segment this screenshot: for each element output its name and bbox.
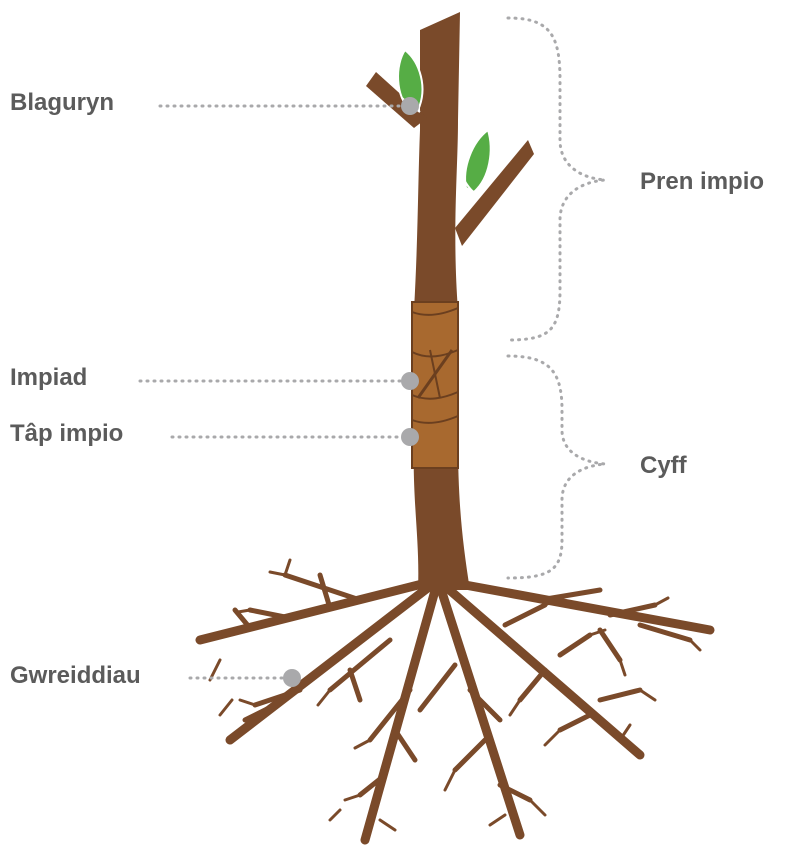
roots-marker bbox=[283, 669, 301, 687]
bud-label: Blaguryn bbox=[10, 89, 114, 117]
roots-label: Gwreiddiau bbox=[10, 662, 141, 690]
scion-label: Pren impio bbox=[640, 168, 764, 196]
scion-bracket bbox=[508, 18, 605, 340]
rootstock-bracket bbox=[508, 356, 605, 578]
scion bbox=[366, 12, 534, 310]
leader-lines bbox=[140, 106, 402, 678]
bud-marker bbox=[401, 97, 419, 115]
roots bbox=[200, 560, 710, 840]
graft-union-label: Impiad bbox=[10, 364, 87, 392]
grafting-tape-marker bbox=[401, 428, 419, 446]
leaf-lower bbox=[465, 130, 491, 192]
grafting-tape-label: Tâp impio bbox=[10, 420, 123, 448]
brackets bbox=[508, 18, 605, 578]
rootstock-label: Cyff bbox=[640, 452, 687, 480]
grafting-tape bbox=[412, 302, 458, 468]
graft-union-marker bbox=[401, 372, 419, 390]
